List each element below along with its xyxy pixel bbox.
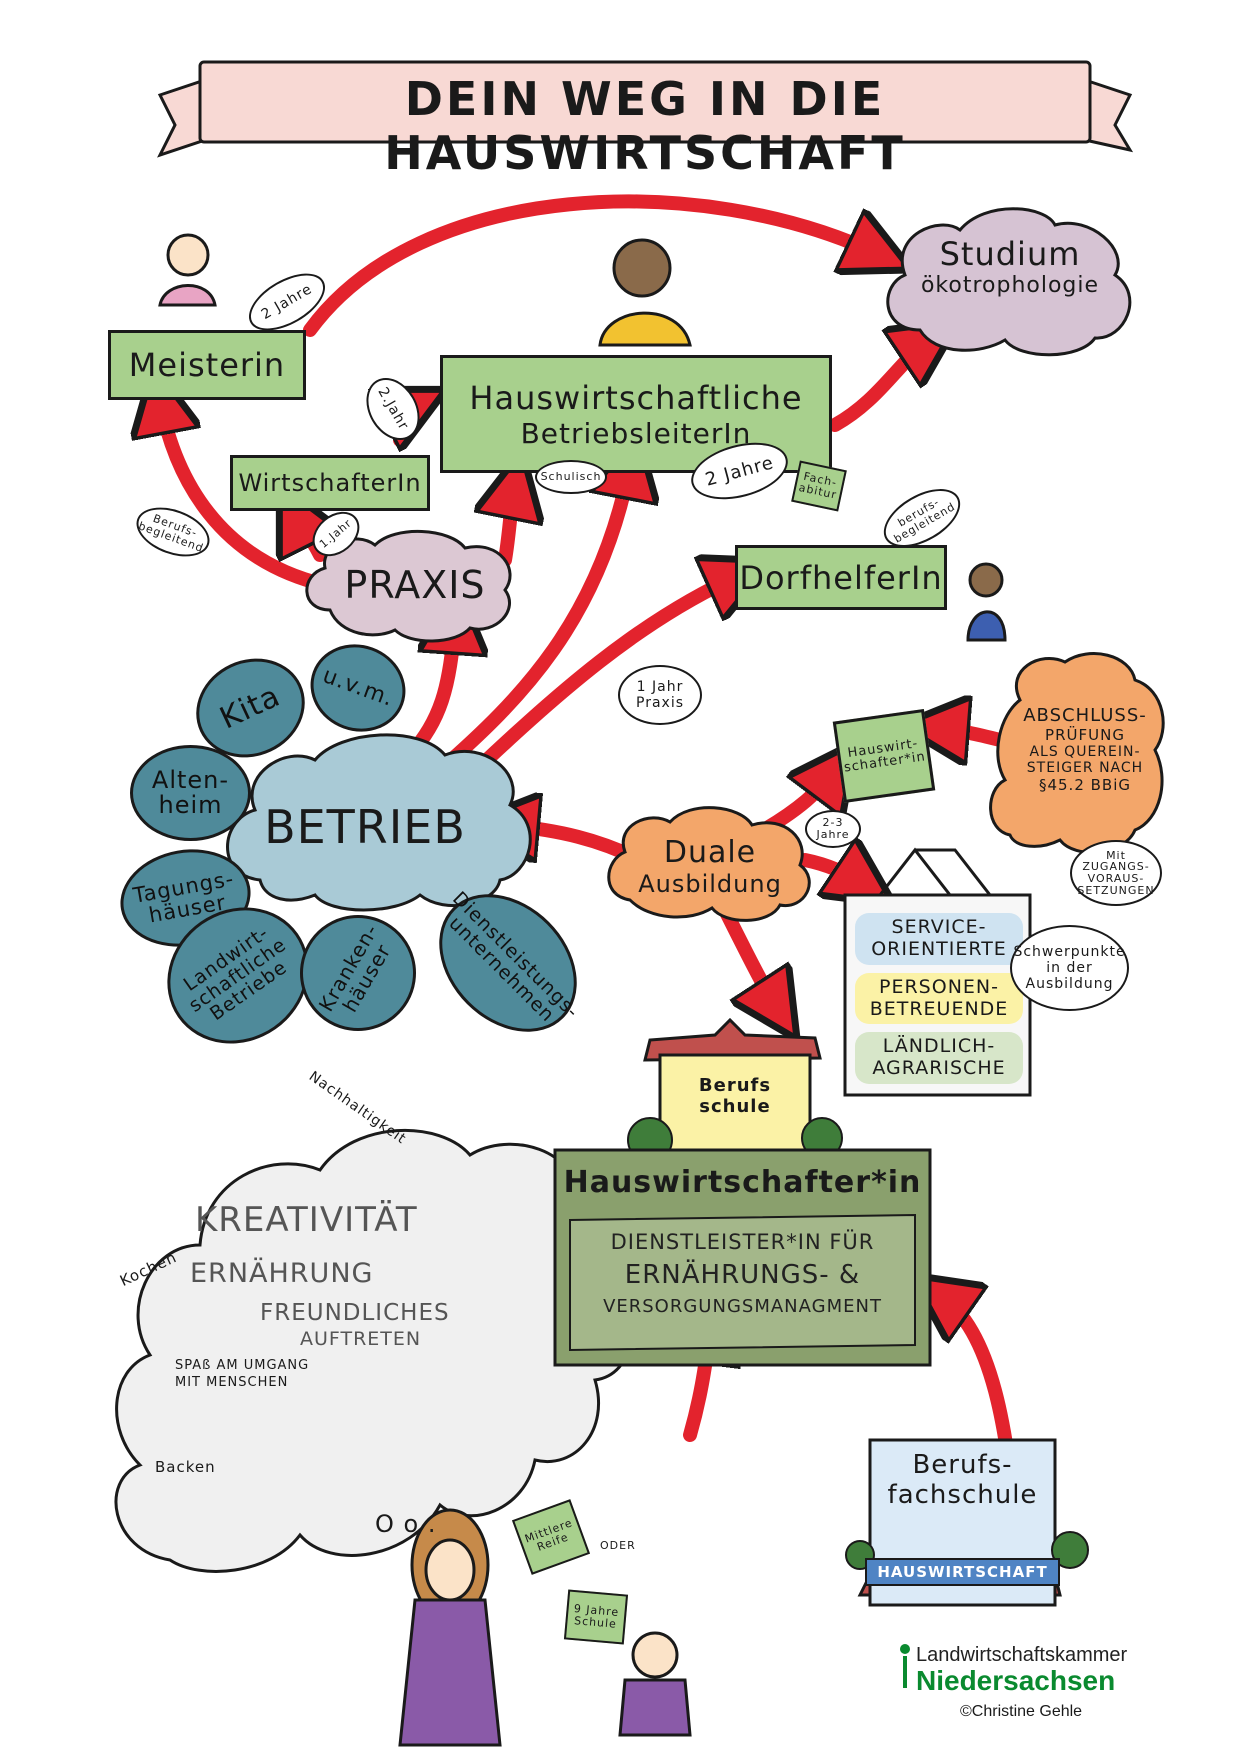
arrow-betrieb-betriebsleiterin	[433, 465, 630, 777]
dorfhelferin-label: DorfhelferIn	[739, 558, 943, 597]
footer-org-line2: Niedersachsen	[916, 1665, 1116, 1696]
betrieb-cloud-shape	[226, 733, 532, 912]
title-banner-shape	[157, 60, 1134, 158]
wirtschafterin-box: WirtschafterIn	[230, 455, 430, 511]
meisterin-label: Meisterin	[128, 346, 286, 384]
hauswirtschafterin-certificate: Hauswirt-schafter*in	[832, 708, 936, 804]
berufsschule-building	[627, 1017, 843, 1163]
skill-auftreten: AUFTRETEN	[300, 1328, 422, 1350]
arrow-abschluss-certificate	[935, 728, 1007, 740]
arrow-praxis-meisterin	[160, 400, 332, 592]
petal-altenheim: Alten-heim	[130, 745, 251, 841]
arrow-praxis-betriebsleiterin	[505, 485, 515, 567]
skill-ernaehrung: ERNÄHRUNG	[190, 1258, 374, 1289]
arrow-betrieb-dorfhelferin	[448, 575, 740, 797]
neun-jahre-schule-card: 9 Jahre Schule	[563, 1589, 629, 1645]
duale-cloud-shape	[607, 806, 811, 922]
schwerpunkt-service: SERVICE-ORIENTIERTE	[855, 913, 1023, 965]
studium-node: Studium ökotrophologie	[905, 235, 1115, 298]
label-1-jahr-praxis: 1 Jahr Praxis	[618, 665, 702, 725]
arrow-betriebsleiterin-studium	[828, 340, 930, 432]
studium-title: Studium	[939, 235, 1081, 273]
footer-credit: ©Christine Gehle	[960, 1703, 1083, 1720]
label-schulisch: Schulisch	[535, 460, 607, 494]
betrieb-label: BETRIEB	[264, 800, 466, 854]
praxis-label: PRAXIS	[344, 563, 486, 607]
wirtschafterin-label: WirtschafterIn	[238, 469, 422, 497]
berufsschule-label: Berufs schule	[698, 1075, 772, 1117]
schwerpunkt-personen: PERSONEN-BETREUENDE	[855, 972, 1023, 1025]
studium-subtitle: ökotrophologie	[920, 273, 1100, 298]
abschlusspruefung-node: ABSCHLUSS- PRÜFUNG ALS QUEREIN- STEIGER …	[1023, 705, 1147, 794]
skill-freundliches: FREUNDLICHES	[260, 1300, 450, 1326]
label-2-3-jahre: 2-3 Jahre	[805, 810, 861, 848]
betriebsleiterin-line2: BetriebsleiterIn	[520, 416, 752, 450]
betriebsleiterin-line1: Hauswirtschaftliche	[469, 378, 803, 417]
berufsfachschule-label: Berufs- fachschule	[887, 1450, 1038, 1510]
skill-kreativitaet: KREATIVITÄT	[195, 1200, 418, 1240]
label-mit-zugangsvoraussetzungen: Mit ZUGANGS-VORAUS-SETZUNGEN	[1070, 840, 1162, 906]
berufsfachschule-sign: HAUSWIRTSCHAFT	[865, 1558, 1060, 1586]
arrow-duale-schwerpunkte	[798, 860, 865, 885]
label-oder: ODER	[600, 1539, 636, 1552]
schwerpunkt-laendlich: LÄNDLICH-AGRARISCHE	[855, 1032, 1023, 1085]
footer-org-line1: Landwirtschaftskammer	[916, 1644, 1128, 1666]
praxis-cloud-shape	[305, 529, 512, 643]
schwerpunkte-list: SERVICE-ORIENTIERTE PERSONEN-BETREUENDE …	[855, 905, 1023, 1092]
logo-mark-icon	[900, 1644, 910, 1688]
person-figures	[158, 233, 1007, 1747]
label-schwerpunkte: Schwerpunkte in der Ausbildung	[1010, 925, 1129, 1011]
studium-cloud-shape	[886, 207, 1132, 357]
duale-line1: Duale	[663, 835, 757, 870]
page-title: DEIN WEG IN DIE HAUSWIRTSCHAFT	[384, 72, 906, 180]
skill-spass: SPAß AM UMGANG MIT MENSCHEN	[175, 1358, 310, 1390]
footer-logo: Landwirtschaftskammer Niedersachsen ©Chr…	[900, 1644, 1127, 1721]
skill-backen: Backen	[155, 1458, 216, 1476]
hauswirtschafterin-title: Hauswirtschafter*in	[563, 1165, 922, 1200]
duale-line2: Ausbildung	[638, 870, 782, 898]
meisterin-box: Meisterin	[108, 330, 306, 400]
arrow-meisterin-studium	[303, 194, 880, 337]
duale-ausbildung-node: Duale Ausbildung	[625, 835, 795, 898]
hauswirtschafterin-description: DIENSTLEISTER*IN FÜR ERNÄHRUNGS- & VERSO…	[603, 1230, 882, 1317]
dorfhelferin-box: DorfhelferIn	[735, 545, 947, 610]
hauswirtschafterin-main-shape	[553, 1148, 932, 1367]
thought-dots: O o .	[375, 1510, 437, 1538]
